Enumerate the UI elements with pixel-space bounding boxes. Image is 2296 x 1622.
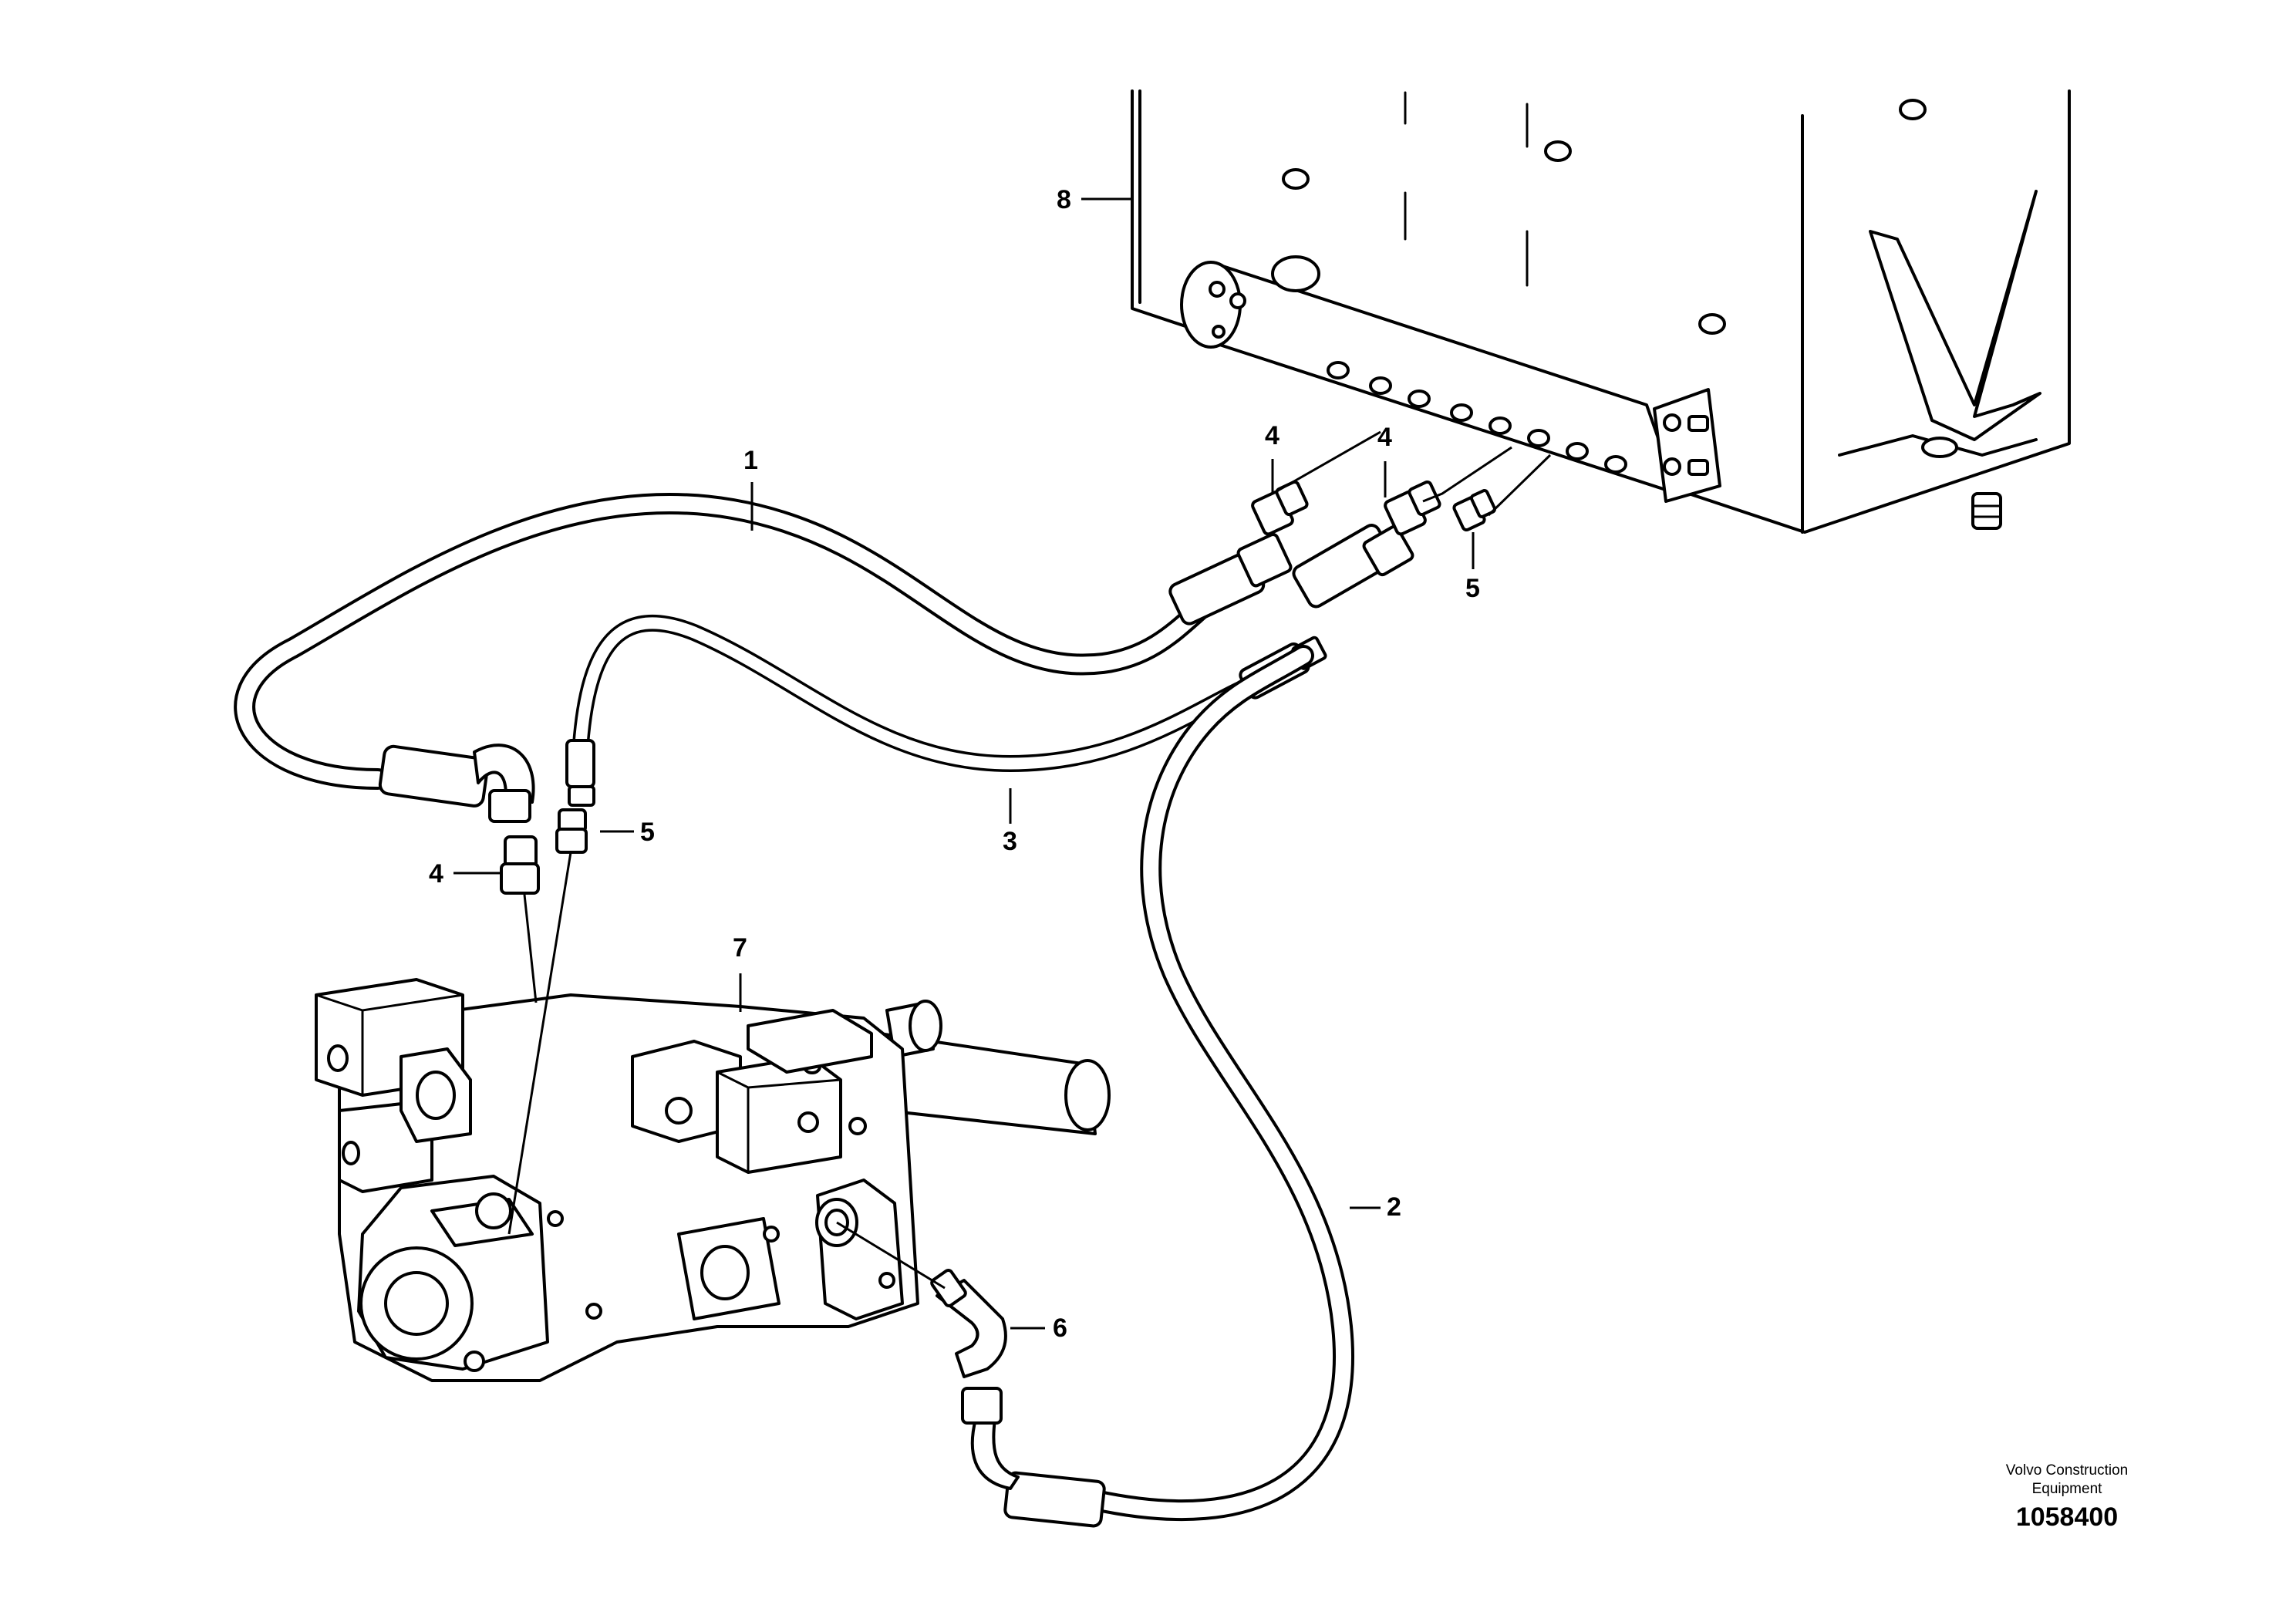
callout-2: 2 bbox=[1387, 1192, 1401, 1222]
adapter-4-lower bbox=[500, 835, 540, 895]
callout-4-top-right: 4 bbox=[1377, 423, 1392, 452]
callout-8: 8 bbox=[1057, 185, 1071, 214]
nipple-5-lower bbox=[555, 808, 588, 854]
manufacturer-line-2: Equipment bbox=[2031, 1481, 2102, 1497]
document-number: 1058400 bbox=[2015, 1502, 2119, 1532]
adapter-4-top-left bbox=[1251, 480, 1309, 536]
manifold-tube bbox=[1180, 255, 1721, 503]
hose-2 bbox=[961, 524, 1414, 1528]
manufacturer-label: Volvo Construction Equipment bbox=[1974, 1462, 2159, 1499]
nipple-5-top bbox=[1452, 489, 1496, 532]
hose-1 bbox=[234, 492, 1293, 823]
callout-7: 7 bbox=[733, 933, 747, 963]
callout-1: 1 bbox=[743, 446, 758, 475]
adapter-4-top-right bbox=[1384, 480, 1441, 536]
callout-3: 3 bbox=[1003, 827, 1017, 856]
callout-5-lower: 5 bbox=[640, 818, 655, 847]
callout-6: 6 bbox=[1053, 1313, 1067, 1343]
manufacturer-line-1: Volvo Construction bbox=[2005, 1462, 2129, 1479]
callout-4-top-left: 4 bbox=[1265, 421, 1279, 450]
callout-4-lower: 4 bbox=[429, 859, 443, 889]
callout-5-right: 5 bbox=[1465, 574, 1480, 603]
elbow-6 bbox=[930, 1268, 1007, 1378]
leader-lines bbox=[453, 197, 1552, 1330]
pump-assembly bbox=[315, 978, 1111, 1382]
hydraulic-tank bbox=[1131, 89, 2071, 534]
